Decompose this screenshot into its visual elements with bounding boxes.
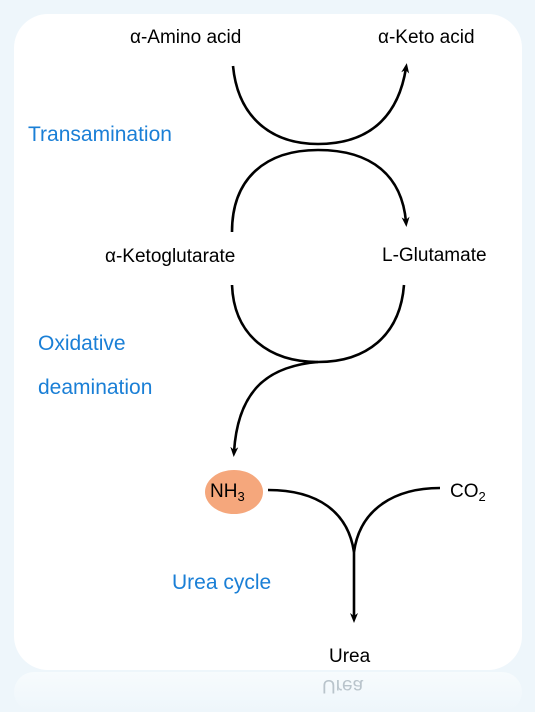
diagram-card xyxy=(14,14,522,670)
co2-merge-line xyxy=(352,486,441,553)
transamination-label: Transamination xyxy=(28,123,172,146)
deamination-label: deamination xyxy=(38,376,153,399)
urea-cycle-label: Urea cycle xyxy=(172,571,272,594)
co2-label: CO2 xyxy=(450,481,486,504)
oxidative-deamination-arrow xyxy=(230,284,406,364)
oxidative-label: Oxidative xyxy=(38,332,126,355)
transamination-lower-arrow xyxy=(230,148,410,233)
nh3-label: NH3 xyxy=(210,481,245,504)
amino-acid-label: α-Amino acid xyxy=(130,27,242,48)
keto-acid-label: α-Keto acid xyxy=(378,27,475,48)
ketoglutarate-label: α-Ketoglutarate xyxy=(105,246,236,267)
nh3-merge-line xyxy=(267,488,356,553)
urea-label: Urea xyxy=(329,646,371,667)
transamination-upper-arrow xyxy=(231,63,410,146)
nh3-highlight xyxy=(205,470,263,514)
glutamate-label: L-Glutamate xyxy=(382,245,487,266)
deamination-drop-arrow xyxy=(230,360,319,457)
